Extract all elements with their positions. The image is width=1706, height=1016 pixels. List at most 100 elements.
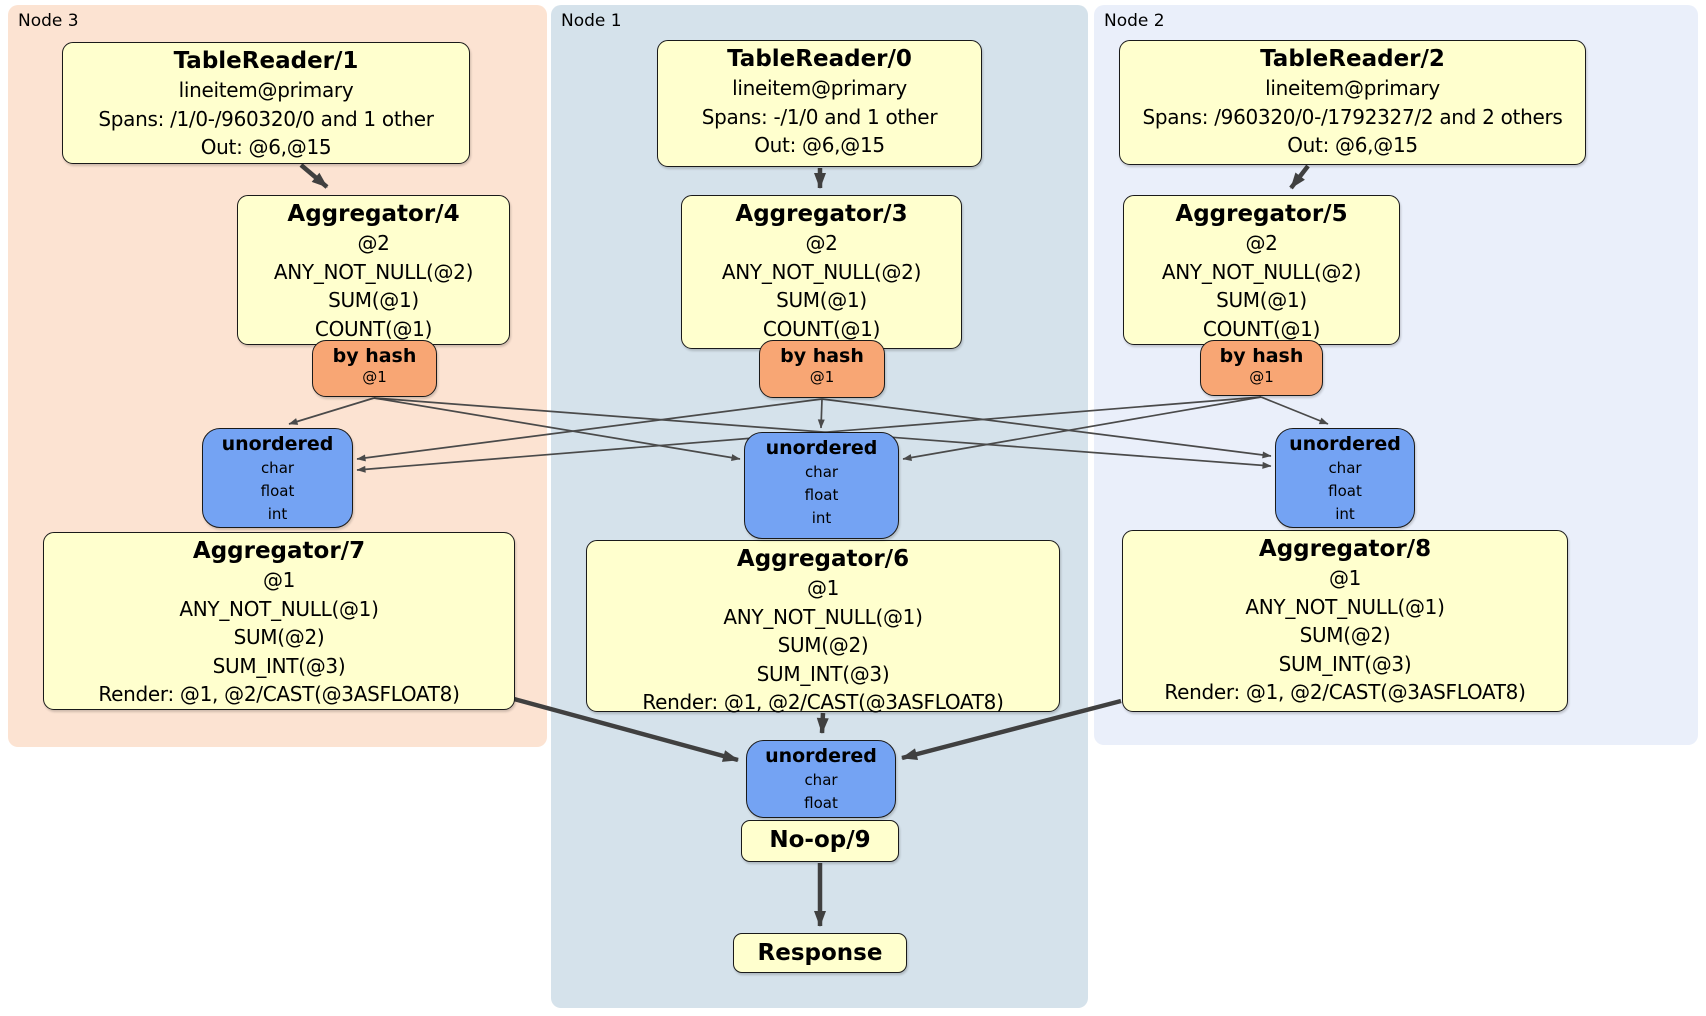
aggregator-4-line: SUM(@1)	[328, 288, 419, 312]
edge-hashR-unC	[902, 396, 1262, 461]
edge-hashL-unC	[373, 397, 741, 462]
aggregator-3-line: @2	[805, 231, 838, 255]
aggregator-8-line: @1	[1328, 566, 1362, 590]
aggregator-6-line: ANY_NOT_NULL(@1)	[723, 604, 923, 629]
hash-router-node1: by hash @1	[759, 340, 885, 398]
aggregator-7-line: Render: @1, @2/CAST(@3ASFLOAT8)	[98, 682, 460, 706]
aggregator-5-line: COUNT(@1)	[1202, 316, 1321, 341]
aggregator-4-line: @2	[357, 231, 390, 255]
unordered-sync-final: unordered char float	[746, 740, 896, 818]
hash-router-node2-title: by hash	[1219, 345, 1304, 367]
tablereader-0-line: Out: @6,@15	[754, 133, 885, 157]
unordered-sync-final-title: unordered	[765, 745, 877, 767]
edge-hashC-unR	[821, 398, 1272, 459]
aggregator-3-line: SUM(@1)	[776, 288, 867, 312]
unordered-sync-final-col: float	[804, 794, 838, 812]
unordered-sync-final-col: char	[804, 771, 838, 789]
region-node-2-label: Node 2	[1104, 11, 1165, 31]
noop-node: No-op/9	[741, 820, 899, 862]
aggregator-6-title: Aggregator/6	[736, 546, 910, 572]
unordered-sync-node3-col: float	[260, 482, 295, 500]
unordered-sync-node2-col: int	[1335, 505, 1355, 523]
aggregator-7-line: @1	[262, 568, 296, 592]
aggregator-8-line: SUM_INT(@3)	[1278, 651, 1412, 676]
unordered-sync-node1-title: unordered	[765, 437, 878, 459]
hash-router-node2: by hash @1	[1200, 340, 1323, 396]
tablereader-2-title: TableReader/2	[1260, 46, 1445, 72]
response-node: Response	[733, 933, 907, 973]
aggregator-8-line: ANY_NOT_NULL(@1)	[1245, 594, 1445, 619]
aggregator-8-line: SUM(@2)	[1299, 623, 1391, 647]
hash-router-node3-key: @1	[362, 368, 387, 386]
tablereader-0-line: Spans: -/1/0 and 1 other	[701, 104, 938, 129]
aggregator-6-line: @1	[806, 576, 840, 600]
unordered-sync-node3-col: int	[267, 505, 288, 523]
aggregator-3-title: Aggregator/3	[735, 201, 908, 227]
aggregator-5-node: Aggregator/5 @2 ANY_NOT_NULL(@2) SUM(@1)…	[1123, 195, 1400, 345]
aggregator-7-line: ANY_NOT_NULL(@1)	[179, 596, 379, 621]
aggregator-4-line: COUNT(@1)	[314, 316, 433, 341]
aggregator-5-line: @2	[1245, 231, 1278, 255]
tablereader-1-line: Spans: /1/0-/960320/0 and 1 other	[98, 106, 434, 131]
aggregator-4-line: ANY_NOT_NULL(@2)	[273, 259, 474, 284]
aggregator-3-line: COUNT(@1)	[762, 316, 881, 341]
tablereader-2-line: Spans: /960320/0-/1792327/2 and 2 others	[1142, 104, 1563, 129]
tablereader-1-line: Out: @6,@15	[200, 135, 332, 159]
edge-agg8-unfinal	[901, 698, 1122, 761]
aggregator-8-line: Render: @1, @2/CAST(@3ASFLOAT8)	[1164, 680, 1526, 704]
hash-router-node2-key: @1	[1249, 368, 1274, 386]
aggregator-6-node: Aggregator/6 @1 ANY_NOT_NULL(@1) SUM(@2)…	[586, 540, 1060, 714]
aggregator-7-node: Aggregator/7 @1 ANY_NOT_NULL(@1) SUM(@2)…	[43, 532, 515, 710]
edge-agg6-unfinal	[816, 712, 829, 734]
edge-hashL-unL	[288, 397, 375, 425]
edge-hashC-unC	[817, 398, 825, 429]
tablereader-2-line: lineitem@primary	[1265, 76, 1440, 100]
unordered-sync-node3: unordered char float int	[202, 428, 353, 528]
response-title: Response	[757, 940, 883, 966]
tablereader-0-line: lineitem@primary	[732, 76, 907, 100]
hash-router-node1-key: @1	[809, 368, 835, 386]
unordered-sync-node2: unordered char float int	[1275, 428, 1415, 528]
aggregator-7-title: Aggregator/7	[192, 538, 366, 564]
unordered-sync-node2-col: float	[1328, 482, 1362, 500]
unordered-sync-node2-title: unordered	[1289, 433, 1401, 455]
unordered-sync-node1-col: int	[811, 509, 832, 527]
region-node-3-label: Node 3	[18, 11, 79, 31]
tablereader-2-line: Out: @6,@15	[1287, 133, 1418, 157]
aggregator-4-title: Aggregator/4	[287, 201, 460, 227]
tablereader-1-node: TableReader/1 lineitem@primary Spans: /1…	[62, 42, 470, 164]
hash-router-node3-title: by hash	[332, 345, 417, 367]
aggregator-6-line: SUM_INT(@3)	[756, 661, 890, 686]
unordered-sync-node3-title: unordered	[221, 433, 334, 455]
edge-tr1-agg4	[299, 163, 329, 189]
aggregator-8-node: Aggregator/8 @1 ANY_NOT_NULL(@1) SUM(@2)…	[1122, 530, 1568, 712]
tablereader-0-title: TableReader/0	[727, 46, 912, 72]
unordered-sync-node2-col: char	[1328, 459, 1362, 477]
tablereader-0-node: TableReader/0 lineitem@primary Spans: -/…	[657, 40, 982, 167]
aggregator-5-line: SUM(@1)	[1216, 288, 1307, 312]
hash-router-node3: by hash @1	[312, 340, 437, 397]
edge-hashR-unR	[1260, 396, 1329, 425]
aggregator-3-line: ANY_NOT_NULL(@2)	[721, 259, 922, 284]
edge-hashC-unL	[356, 398, 823, 462]
aggregator-8-title: Aggregator/8	[1258, 536, 1432, 562]
aggregator-5-line: ANY_NOT_NULL(@2)	[1161, 259, 1362, 284]
aggregator-7-line: SUM(@2)	[233, 625, 325, 649]
tablereader-1-line: lineitem@primary	[178, 78, 354, 102]
tablereader-1-title: TableReader/1	[173, 48, 359, 74]
unordered-sync-node3-col: char	[260, 459, 295, 477]
aggregator-5-title: Aggregator/5	[1175, 201, 1348, 227]
unordered-sync-node1-col: char	[804, 463, 839, 481]
aggregator-7-line: SUM_INT(@3)	[212, 653, 346, 678]
region-node-1-label: Node 1	[561, 11, 622, 31]
aggregator-6-line: SUM(@2)	[777, 633, 869, 657]
edge-agg7-unfinal	[513, 696, 739, 763]
hash-router-node1-title: by hash	[780, 345, 864, 367]
aggregator-4-node: Aggregator/4 @2 ANY_NOT_NULL(@2) SUM(@1)…	[237, 195, 510, 345]
aggregator-6-line: Render: @1, @2/CAST(@3ASFLOAT8)	[642, 690, 1004, 714]
noop-title: No-op/9	[769, 827, 871, 853]
unordered-sync-node1-col: float	[804, 486, 839, 504]
aggregator-3-node: Aggregator/3 @2 ANY_NOT_NULL(@2) SUM(@1)…	[681, 195, 962, 349]
edge-tr2-agg5	[1289, 164, 1310, 190]
